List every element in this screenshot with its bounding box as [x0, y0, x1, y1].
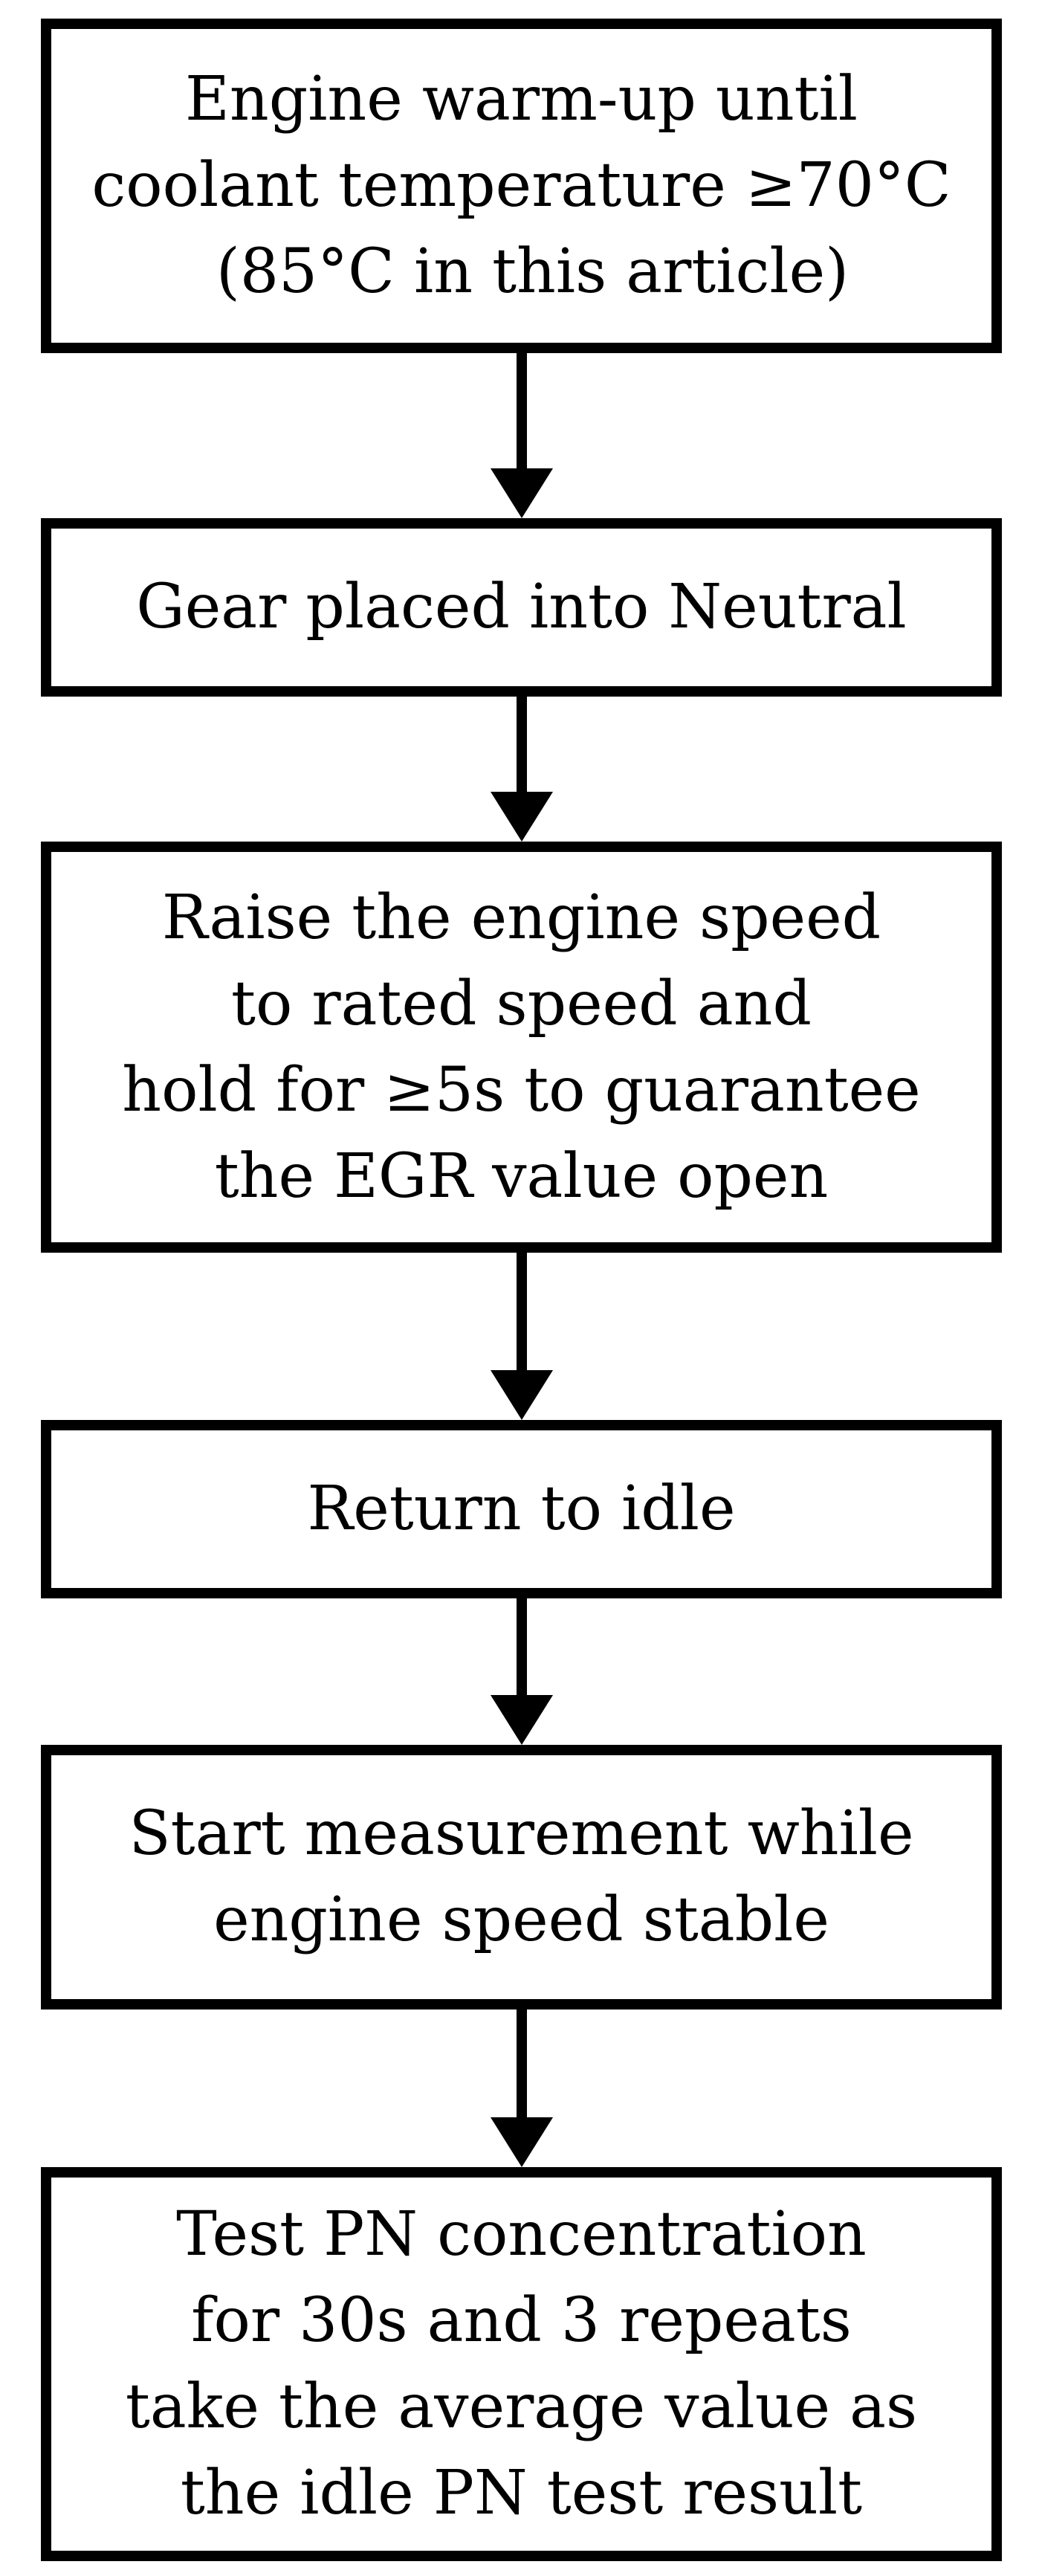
- step-4-line-1: Return to idle: [307, 1473, 736, 1544]
- arrow-4-to-5: [491, 1598, 553, 1745]
- step-6-line-2: for 30s and 3 repeats: [191, 2285, 852, 2356]
- arrow-5-to-6: [491, 2010, 553, 2167]
- step-6-pn-test-box: Test PN concentration for 30s and 3 repe…: [41, 2167, 1002, 2561]
- step-6-line-3: take the average value as: [125, 2372, 918, 2442]
- arrow-1-to-2: [491, 353, 553, 518]
- step-1-line-2: coolant temperature ≥70°C: [91, 150, 951, 221]
- step-1-line-1: Engine warm-up until: [185, 64, 858, 135]
- step-5-line-1: Start measurement while: [129, 1798, 914, 1869]
- step-6-line-1: Test PN concentration: [176, 2199, 867, 2270]
- step-5-line-2: engine speed stable: [213, 1885, 829, 1955]
- step-3-line-2: to rated speed and: [231, 968, 812, 1039]
- step-4-idle-box: Return to idle: [41, 1420, 1002, 1598]
- step-3-line-3: hold for ≥5s to guarantee: [122, 1054, 921, 1126]
- step-1-warm-up-box: Engine warm-up until coolant temperature…: [41, 19, 1002, 353]
- step-2-line-1: Gear placed into Neutral: [136, 572, 907, 642]
- step-3-line-1: Raise the engine speed: [161, 882, 881, 953]
- arrow-3-to-4: [491, 1253, 553, 1420]
- step-3-line-4: the EGR value open: [214, 1140, 829, 1212]
- step-1-line-3: (85°C in this article): [216, 236, 850, 307]
- step-6-line-4: the idle PN test result: [180, 2458, 863, 2528]
- step-2-neutral-box: Gear placed into Neutral: [41, 518, 1002, 697]
- arrow-2-to-3: [491, 697, 553, 842]
- step-3-rated-speed-box: Raise the engine speed to rated speed an…: [41, 842, 1002, 1253]
- step-5-measurement-box: Start measurement while engine speed sta…: [41, 1745, 1002, 2010]
